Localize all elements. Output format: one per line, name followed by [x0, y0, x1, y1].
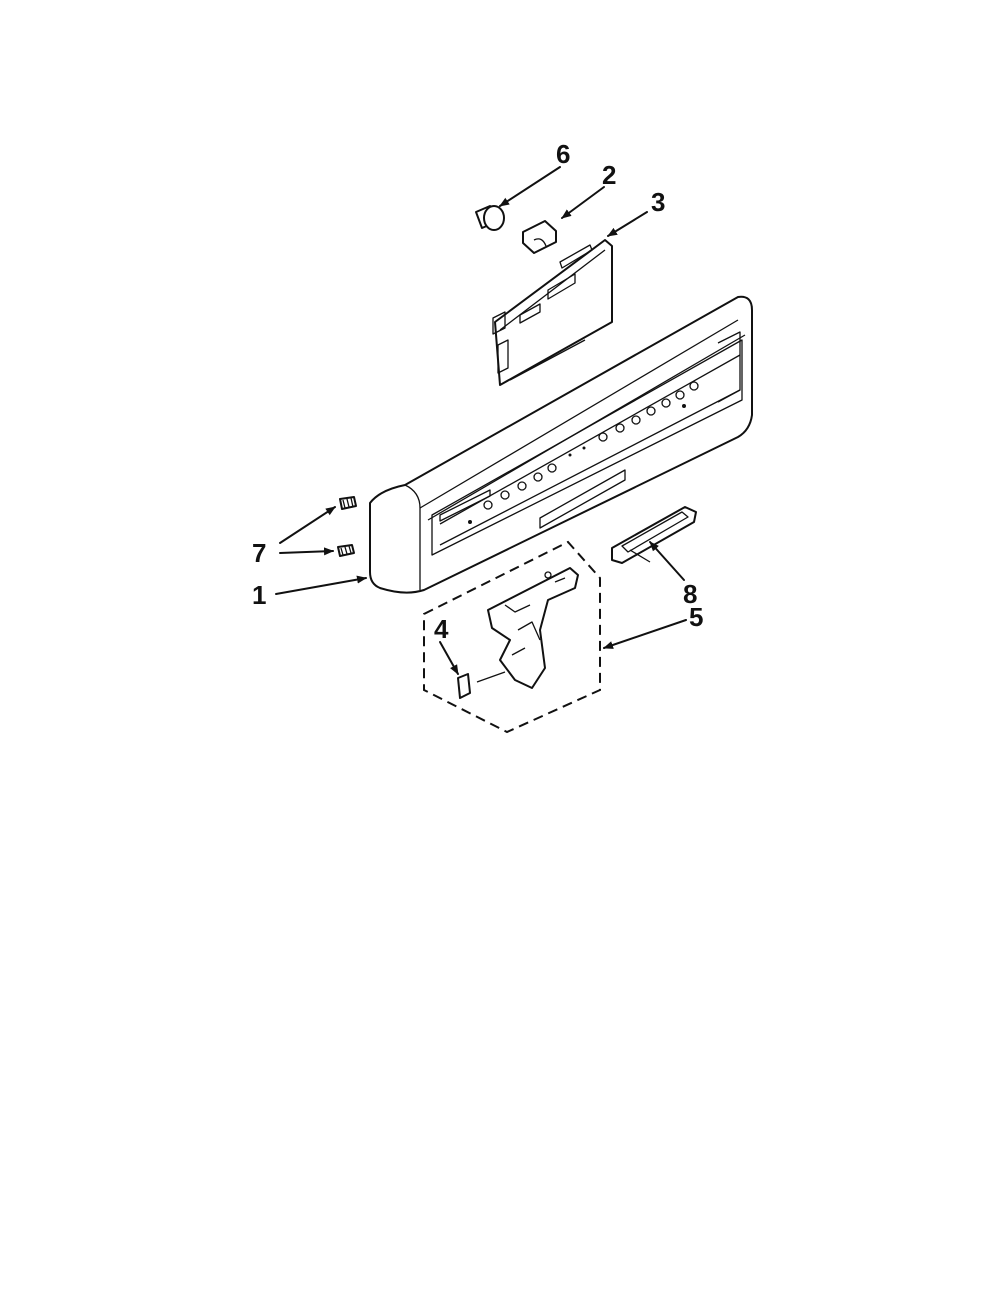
- screws: [337, 496, 357, 557]
- console-panel: [369, 295, 753, 594]
- callout-8: 8: [683, 579, 697, 609]
- button-cap: [475, 205, 505, 231]
- switch-bracket: [522, 220, 557, 254]
- handle: [611, 506, 697, 564]
- callout-4: 4: [434, 614, 449, 644]
- leader-lines: [275, 166, 687, 675]
- control-board: [492, 239, 613, 386]
- callout-7: 7: [252, 538, 266, 568]
- callout-3: 3: [651, 187, 665, 217]
- callout-6: 6: [556, 139, 570, 169]
- console-buttons: [468, 381, 699, 524]
- callout-2: 2: [602, 160, 616, 190]
- latch-part-4: [457, 673, 471, 699]
- latch-assembly: [423, 540, 601, 734]
- callout-5: 5: [689, 602, 703, 632]
- callout-1: 1: [252, 580, 266, 610]
